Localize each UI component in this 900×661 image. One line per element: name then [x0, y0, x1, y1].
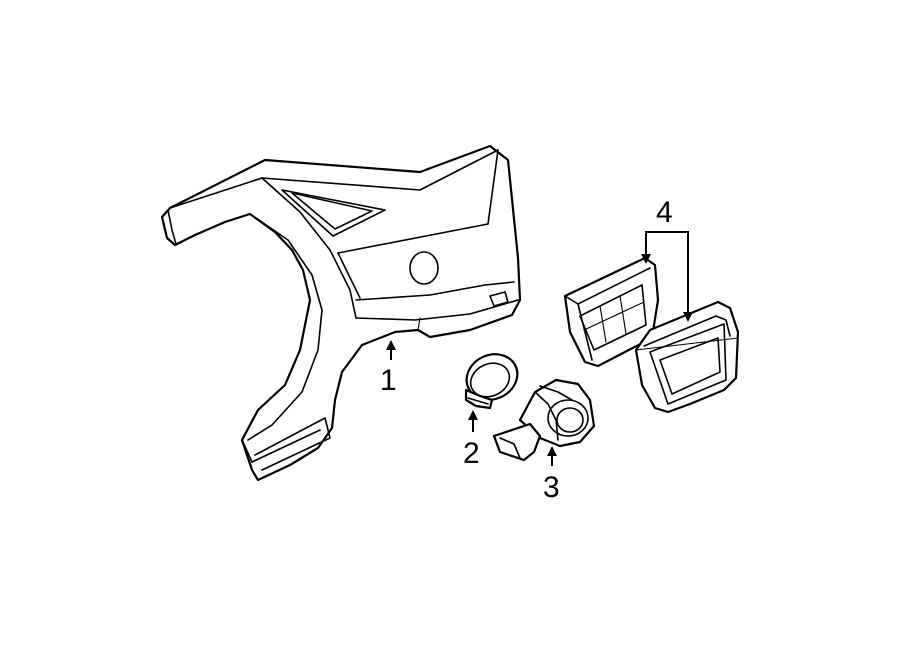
callout-label-1: 1	[380, 364, 397, 397]
fuel-filler-housing	[492, 378, 596, 462]
callout-label-2: 2	[463, 437, 480, 470]
callout-label-4: 4	[656, 196, 673, 229]
callout-label-3: 3	[543, 471, 560, 504]
callout-leaders	[386, 231, 693, 466]
quarter-panel	[160, 144, 522, 482]
filler-pocket-housing-right	[634, 300, 740, 414]
fuel-door	[464, 353, 519, 410]
filler-pocket-housing-left	[563, 256, 660, 368]
